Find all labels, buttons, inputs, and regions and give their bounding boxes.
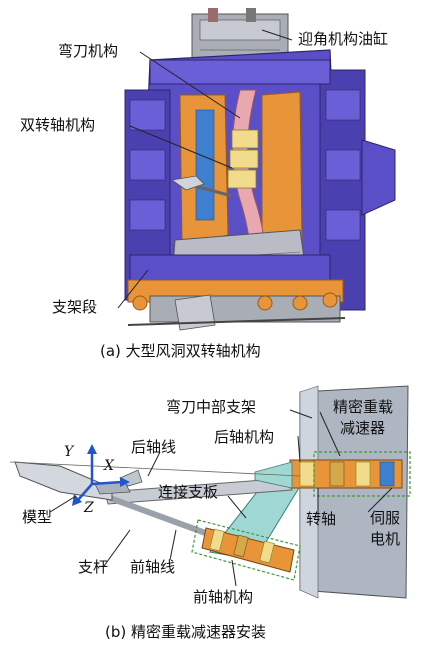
label-precision-reducer-line1: 精密重载 bbox=[333, 398, 394, 416]
label-front-axis-line: 前轴线 bbox=[130, 558, 176, 576]
label-front-axis-mechanism: 前轴机构 bbox=[193, 588, 254, 606]
caption-panel-b: (b) 精密重载减速器安装 bbox=[105, 623, 266, 641]
caption-panel-a: (a) 大型风洞双转轴机构 bbox=[100, 342, 261, 360]
axis-label-y: Y bbox=[64, 444, 74, 460]
label-support-section: 支架段 bbox=[52, 298, 98, 316]
label-sickle-middle-bracket: 弯刀中部支架 bbox=[166, 398, 257, 416]
base bbox=[127, 254, 346, 331]
axis-label-x: X bbox=[104, 458, 114, 474]
axis-label-z: Z bbox=[84, 500, 94, 516]
label-rear-axis-line: 后轴线 bbox=[131, 438, 177, 456]
label-leading-edge-actuator: 迎角机构油缸 bbox=[298, 30, 389, 48]
label-servo-motor-line1: 伺服 bbox=[370, 509, 401, 527]
label-dual-axis-mechanism: 双转轴机构 bbox=[20, 116, 96, 134]
panel-b-leaders bbox=[49, 409, 393, 587]
label-precision-reducer-line2: 减速器 bbox=[340, 419, 386, 437]
label-connecting-plate: 连接支板 bbox=[158, 483, 219, 501]
label-servo-motor-line2: 电机 bbox=[370, 530, 401, 548]
label-rear-axis-mechanism: 后轴机构 bbox=[214, 428, 275, 446]
inner-plates bbox=[179, 91, 303, 246]
label-model: 模型 bbox=[22, 508, 53, 526]
panel-a-leaders bbox=[117, 29, 293, 309]
dual-axis-segments bbox=[170, 129, 259, 198]
front-axis-mechanism-shape bbox=[191, 519, 301, 581]
sickle-plate bbox=[299, 385, 409, 599]
axis-lines bbox=[9, 461, 301, 477]
label-sickle-mechanism: 弯刀机构 bbox=[58, 42, 119, 60]
label-rotating-shaft: 转轴 bbox=[306, 510, 337, 528]
label-sting: 支杆 bbox=[78, 558, 109, 576]
